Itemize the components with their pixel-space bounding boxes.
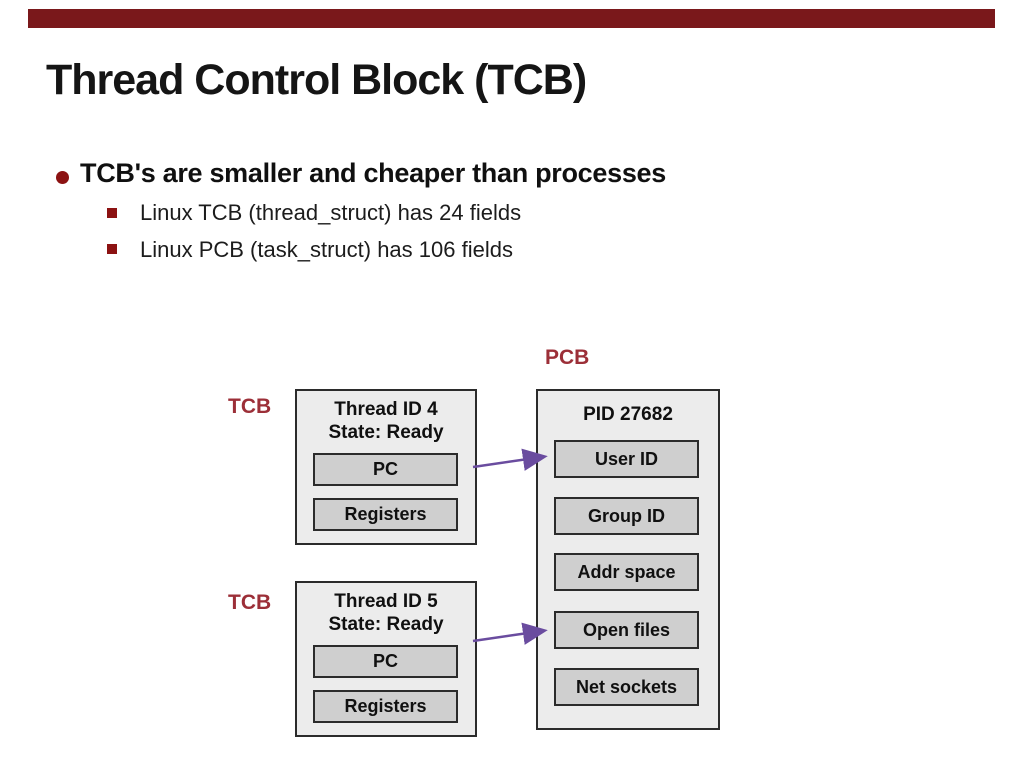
bullet-square-icon bbox=[107, 244, 117, 254]
tcb1-pc-field: PC bbox=[313, 453, 458, 486]
pcb-net-sockets-field: Net sockets bbox=[554, 668, 699, 706]
tcb2-to-pcb-arrow-icon bbox=[472, 622, 548, 645]
bullet-dot-icon bbox=[56, 171, 69, 184]
pcb-pid-header: PID 27682 bbox=[583, 404, 673, 425]
tcb2-registers-field: Registers bbox=[313, 690, 458, 723]
tcb2-pc-field: PC bbox=[313, 645, 458, 678]
tcb2-thread-id: Thread ID 5 bbox=[334, 591, 438, 612]
tcb1-state: State: Ready bbox=[328, 422, 444, 443]
pcb-box: PID 27682 User ID Group ID Addr space Op… bbox=[536, 389, 720, 730]
tcb1-title: Thread ID 4 State: Ready bbox=[297, 398, 475, 444]
bullet-square-icon bbox=[107, 208, 117, 218]
tcb1-registers-field: Registers bbox=[313, 498, 458, 531]
tcb1-label: TCB bbox=[228, 395, 272, 418]
pcb-group-id-field: Group ID bbox=[554, 497, 699, 535]
tcb2-label: TCB bbox=[228, 591, 272, 614]
pcb-label: PCB bbox=[545, 346, 590, 369]
pcb-user-id-field: User ID bbox=[554, 440, 699, 478]
tcb1-thread-id: Thread ID 4 bbox=[334, 399, 438, 420]
pcb-open-files-field: Open files bbox=[554, 611, 699, 649]
tcb2-box: Thread ID 5 State: Ready PC Registers bbox=[295, 581, 477, 737]
slide-title: Thread Control Block (TCB) bbox=[46, 56, 587, 104]
sub-bullet-text: Linux TCB (thread_struct) has 24 fields bbox=[140, 200, 522, 225]
main-bullet-text: TCB's are smaller and cheaper than proce… bbox=[80, 158, 666, 188]
slide-accent-bar bbox=[28, 9, 995, 28]
tcb2-state: State: Ready bbox=[328, 614, 444, 635]
tcb2-title: Thread ID 5 State: Ready bbox=[297, 590, 475, 636]
tcb1-box: Thread ID 4 State: Ready PC Registers bbox=[295, 389, 477, 545]
tcb1-to-pcb-arrow-icon bbox=[472, 448, 548, 471]
pcb-addr-space-field: Addr space bbox=[554, 553, 699, 591]
sub-bullet-text: Linux PCB (task_struct) has 106 fields bbox=[140, 237, 513, 262]
